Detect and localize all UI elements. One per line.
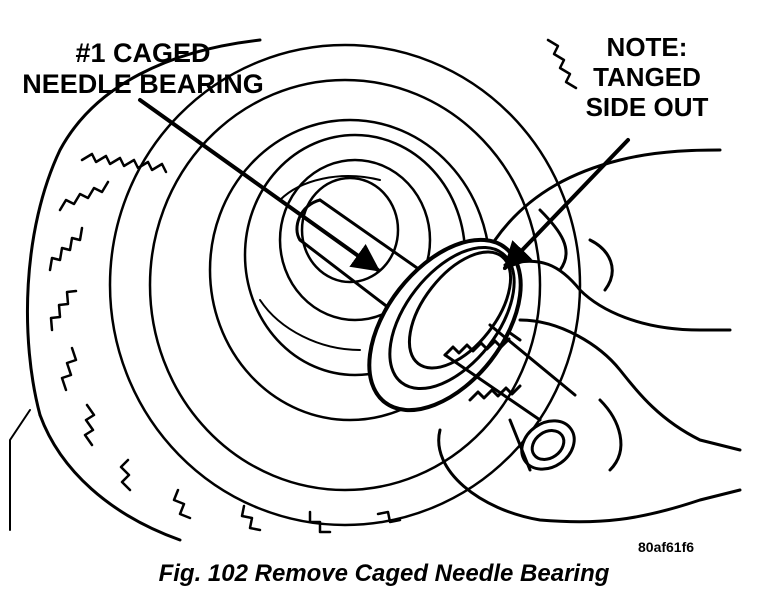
label-line: #1 CAGED — [75, 38, 211, 68]
label-line: SIDE OUT — [585, 92, 709, 122]
splined-shaft-icon — [443, 323, 577, 472]
note-tanged-side-label: NOTE: TANGED SIDE OUT — [572, 32, 722, 122]
label-line: TANGED — [593, 62, 701, 92]
transmission-housing — [9, 38, 262, 542]
label-line: NEEDLE BEARING — [22, 69, 264, 99]
figure-id: 80af61f6 — [638, 539, 695, 555]
figure-caption: Fig. 102 Remove Caged Needle Bearing — [158, 560, 610, 587]
arrow-pointer-icon — [138, 98, 630, 272]
caged-needle-bearing-label: #1 CAGED NEEDLE BEARING — [18, 38, 268, 100]
label-line: NOTE: — [606, 32, 688, 62]
hand-icon — [437, 148, 742, 524]
tone-wheel-teeth — [48, 38, 578, 534]
